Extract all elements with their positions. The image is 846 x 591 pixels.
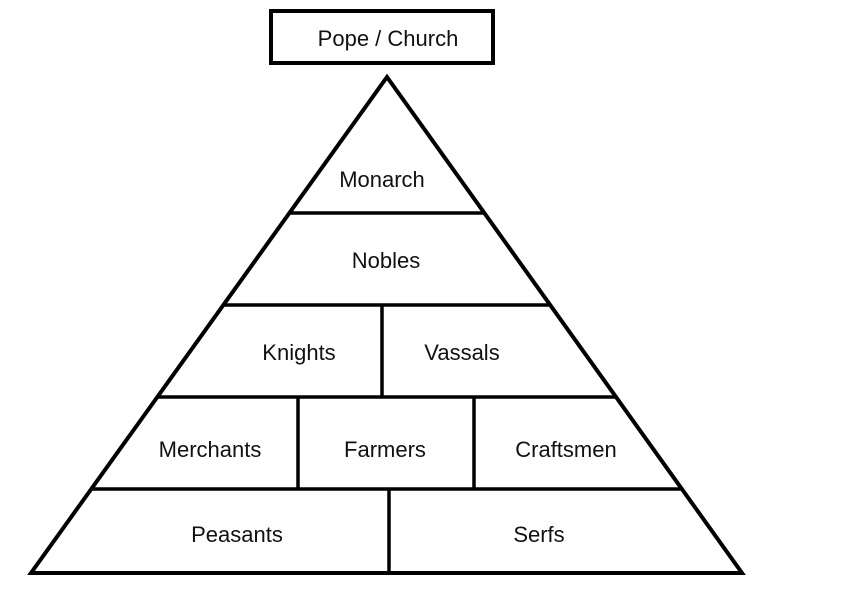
tier-knights: Knights — [262, 340, 335, 365]
tier-vassals: Vassals — [424, 340, 499, 365]
top-box — [269, 9, 495, 65]
top-box-label: Pope / Church — [318, 26, 459, 51]
tier-monarch: Monarch — [339, 167, 425, 192]
tier-craftsmen: Craftsmen — [515, 437, 616, 462]
tier-nobles: Nobles — [352, 248, 420, 273]
tier-farmers: Farmers — [344, 437, 426, 462]
tier-merchants: Merchants — [159, 437, 262, 462]
tier-peasants: Peasants — [191, 522, 283, 547]
tier-serfs: Serfs — [513, 522, 564, 547]
pyramid-outline — [27, 73, 746, 575]
